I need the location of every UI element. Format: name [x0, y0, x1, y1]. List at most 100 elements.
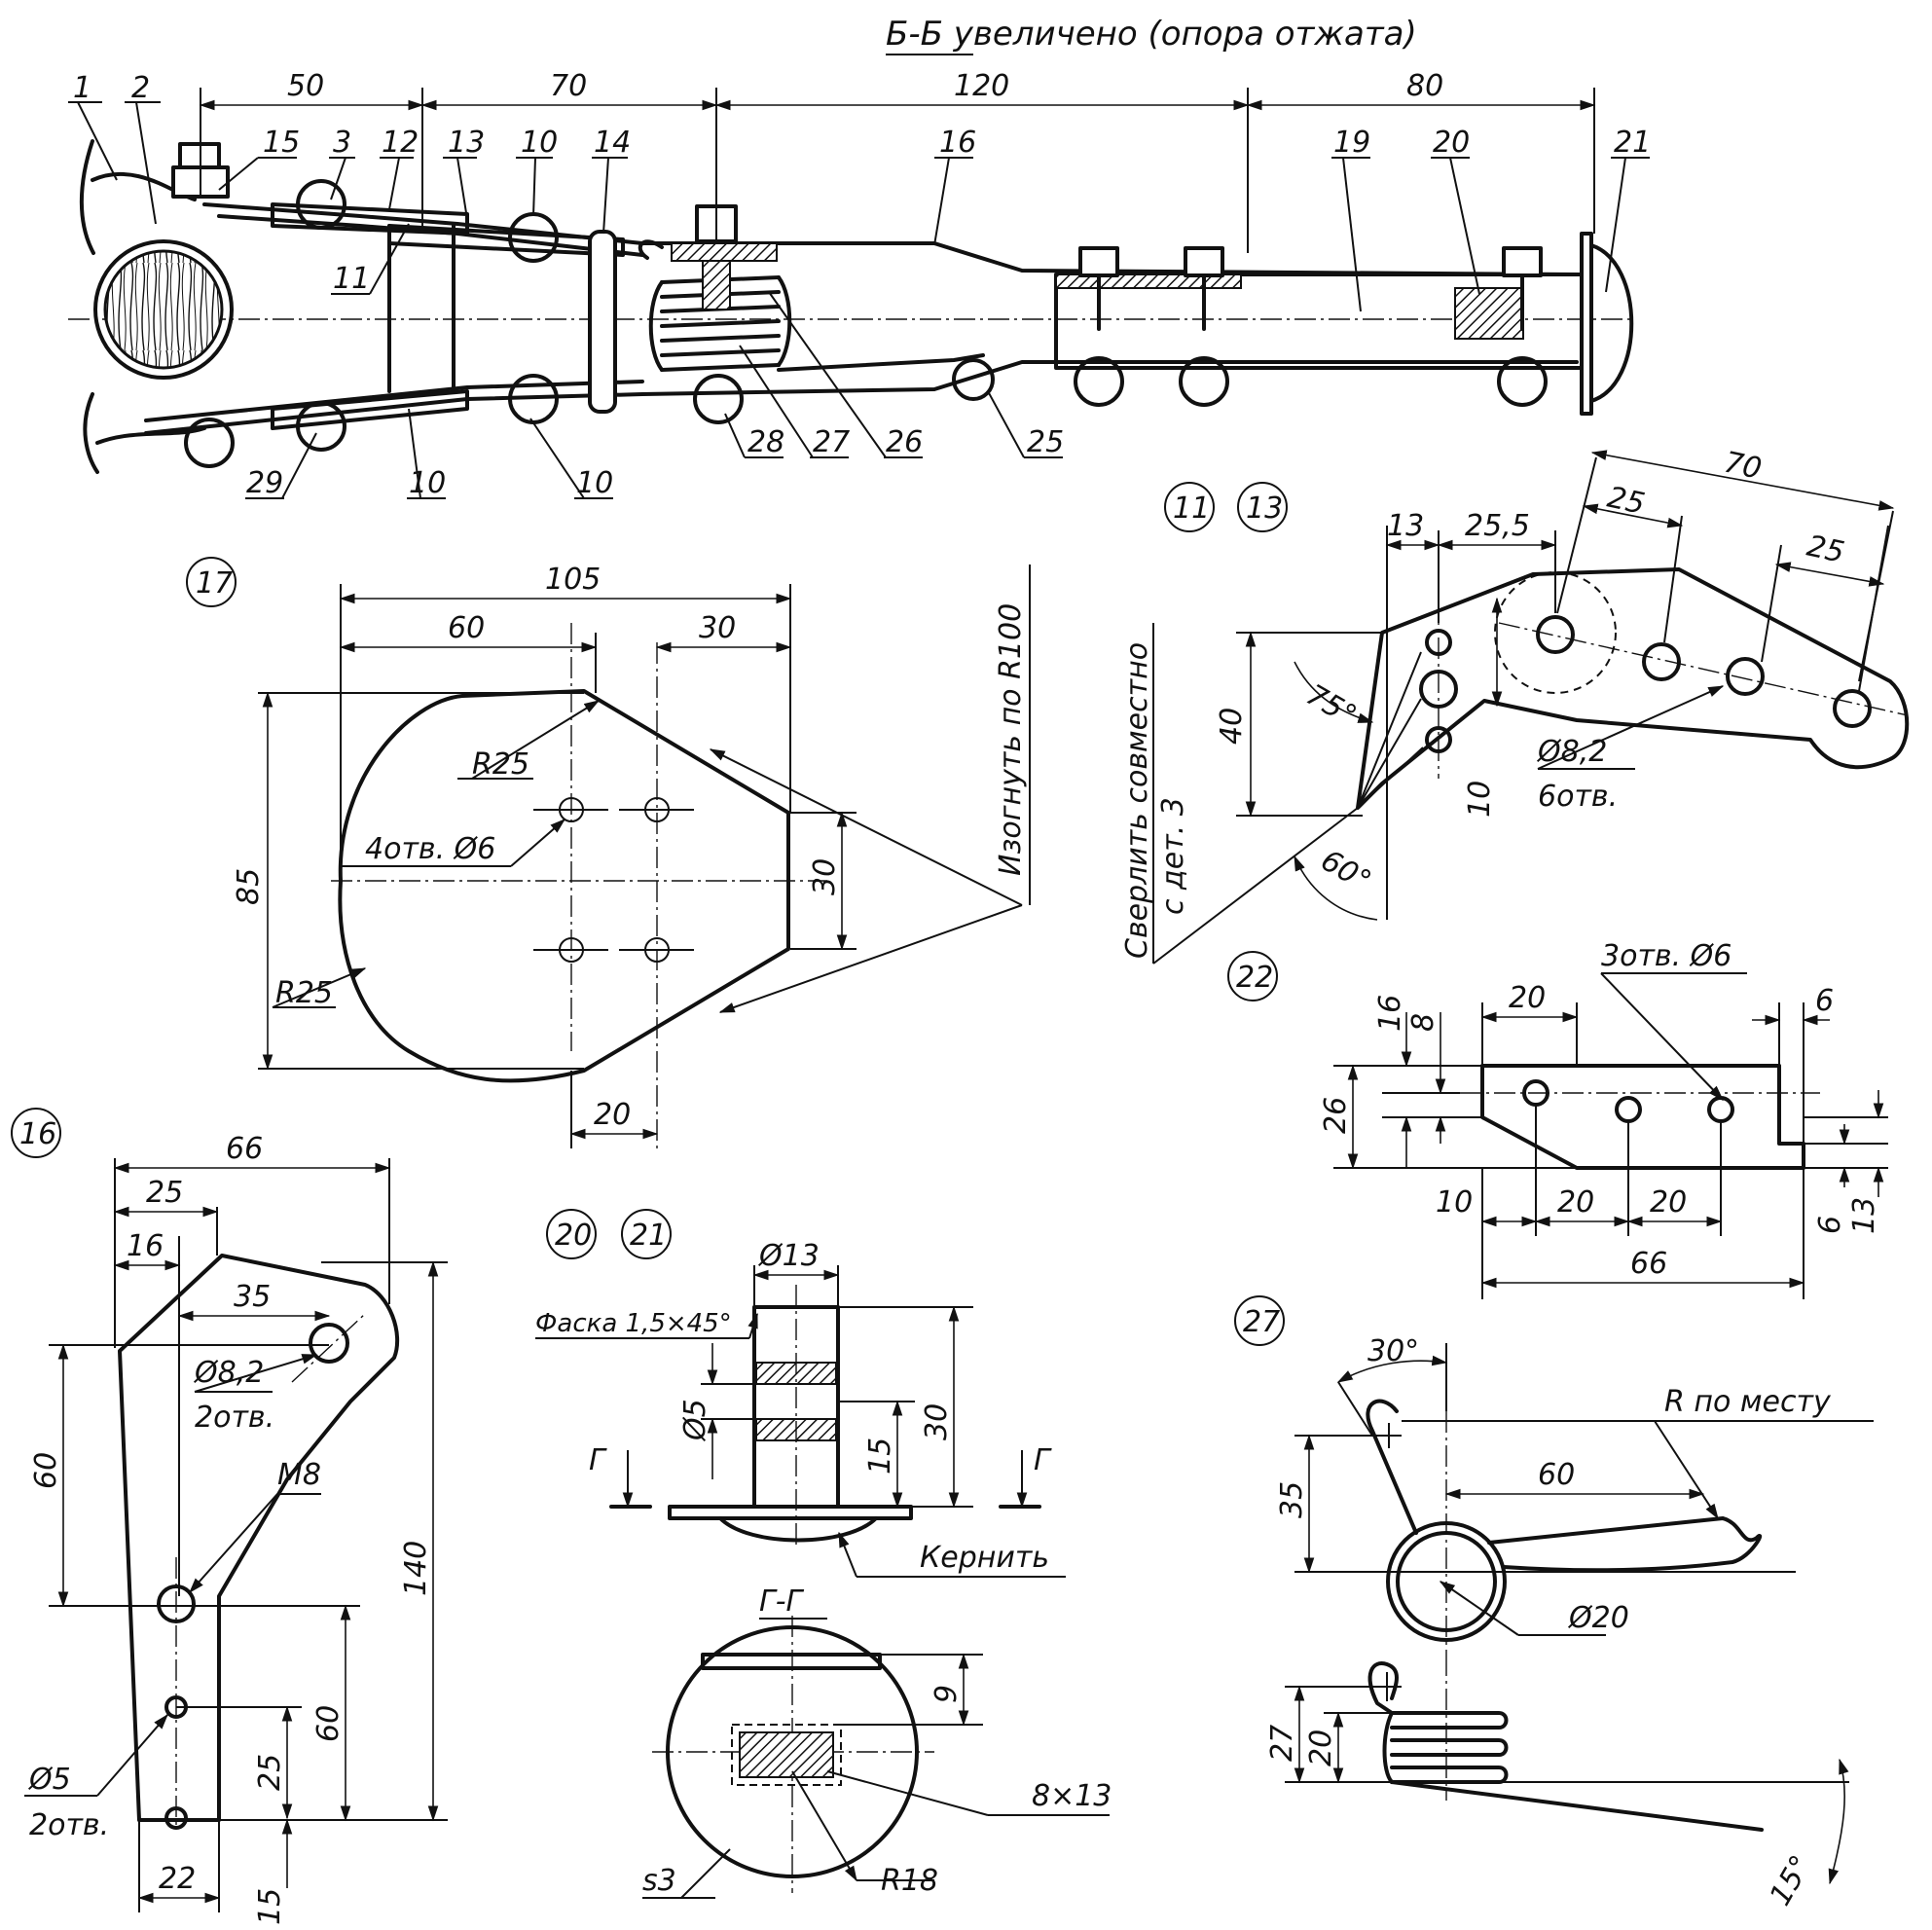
hole-22c: [1707, 1096, 1734, 1123]
callout-16: 16: [939, 126, 976, 160]
dim-25-5: 25,5: [1465, 509, 1530, 543]
part-16-small-hole-dia: Ø5: [27, 1763, 71, 1797]
dim-d5: Ø5: [678, 1399, 712, 1442]
part-21-square: 8×13: [1032, 1779, 1112, 1813]
part-11-badge: [1164, 482, 1215, 532]
dim-40: 40: [1215, 708, 1249, 745]
dim-line-25b: [1774, 562, 1885, 587]
dim-27-35: 35: [1275, 1481, 1309, 1518]
part-21-plate: [668, 1505, 913, 1520]
callout-21: 21: [1614, 126, 1651, 160]
angle-60-arc: [1294, 855, 1378, 921]
dim-30-right: 30: [808, 858, 842, 895]
part-22-label: 22: [1236, 961, 1273, 995]
callout-28: 28: [747, 425, 784, 459]
foot-dome: [1589, 243, 1634, 403]
support-tube-top-hatch: [1055, 273, 1242, 289]
part-17-label: 17: [196, 566, 233, 601]
dim-16-60-left: 60: [29, 1452, 63, 1489]
callout-20: 20: [1433, 126, 1470, 160]
dim-80: 80: [1406, 69, 1443, 103]
dim-22-6-right: 6: [1813, 1216, 1847, 1234]
angle-30: 30°: [1367, 1334, 1419, 1368]
section-flat: [701, 1653, 882, 1670]
part-16-hole-dia: Ø8,2: [193, 1356, 264, 1390]
dim-line-70b: [1590, 450, 1895, 511]
part-11-label: 11: [1173, 492, 1210, 526]
part-17-outline: [338, 689, 790, 1083]
foot-plate: [1580, 232, 1593, 416]
part-11-note-line1: Сверлить совместно: [1120, 642, 1154, 959]
part-22: 22 20 3отв. Ø6 6 16 8 26: [1227, 939, 1888, 1299]
dim-20: 20: [594, 1098, 631, 1132]
part-17-holes: 4отв. Ø6: [365, 832, 495, 866]
dim-d13: Ø13: [757, 1239, 820, 1273]
part-21-thickness: s3: [642, 1864, 676, 1898]
angle-75: 75°: [1300, 678, 1363, 734]
part-11-hole-dia: Ø8,2: [1536, 735, 1607, 769]
part-27-badge: [1234, 1295, 1285, 1346]
callout-29: 29: [246, 466, 283, 500]
part-11-outline: [1356, 567, 1910, 810]
part-21-punch: Кернить: [920, 1541, 1049, 1575]
rivet-4: [296, 401, 346, 452]
view-title: Б-Б увеличено (опора отжата): [886, 15, 1417, 54]
part-11-hole-count: 6отв.: [1538, 780, 1618, 814]
angle-30-arc: [1336, 1355, 1448, 1383]
dim-70: 70: [550, 69, 587, 103]
support-insert-20: [1454, 287, 1524, 340]
hole-22b: [1615, 1096, 1642, 1123]
callout-10-b2: 10: [576, 466, 613, 500]
section-label: Г-Г: [759, 1584, 805, 1619]
dim-22-13: 13: [1847, 1197, 1881, 1234]
part-16-small-hole-count: 2отв.: [29, 1808, 109, 1842]
dim-16-140: 140: [399, 1541, 433, 1596]
callout-12: 12: [382, 126, 419, 160]
part-20-badge: [546, 1209, 597, 1259]
angle-60: 60°: [1315, 844, 1377, 899]
dim-70b: 70: [1721, 446, 1765, 487]
callouts-top: 1 2 15 3 12 13 10 14 16 19 20 21 11: [68, 71, 1651, 312]
dim-25b: 25: [1804, 529, 1847, 570]
part-27: 27 35 60 R по месту 30° Ø20: [1234, 1295, 1874, 1912]
rivet-5: [184, 418, 235, 468]
callout-15: 15: [263, 126, 300, 160]
rivet-2: [508, 212, 559, 263]
spring-arm-top: [1366, 1399, 1418, 1535]
dim-20-30: 30: [920, 1403, 954, 1440]
dim-21-9: 9: [930, 1685, 964, 1703]
callout-26: 26: [886, 425, 923, 459]
pin-14: [588, 230, 617, 414]
part-21-dome: [718, 1516, 878, 1543]
section-square-dashed: [731, 1724, 842, 1786]
part-16-hole-count: 2отв.: [195, 1401, 274, 1435]
spring-coil-dia: Ø20: [1567, 1601, 1629, 1635]
dim-105: 105: [545, 563, 601, 597]
angle-15-arc: [1828, 1758, 1849, 1885]
rivet-1: [296, 179, 346, 230]
dim-10: 10: [1463, 781, 1497, 818]
part-17: 17 105 60 30 85 30 20: [186, 557, 1031, 1148]
part-21-radius: R18: [881, 1864, 938, 1898]
angle-15: 15°: [1764, 1849, 1819, 1912]
spring-leg: [777, 353, 985, 372]
callout-3: 3: [333, 126, 351, 160]
part-22-outline: [1480, 1064, 1805, 1170]
dim-27-60: 60: [1538, 1458, 1575, 1492]
callout-27: 27: [813, 425, 850, 459]
dim-16-15: 15: [253, 1888, 287, 1925]
part-16-badge: [11, 1108, 61, 1158]
part-22-badge: [1227, 951, 1278, 1001]
hole-11d: [1833, 689, 1872, 728]
lower-strap-inner: [144, 380, 644, 422]
part-20-21: 20 21 Ø13 Фаска 1,5×45° Ø5 30 15 Г Г: [535, 1209, 1112, 1899]
part-17-badge: [186, 557, 237, 607]
dim-line-25a: [1582, 503, 1684, 528]
dim-22-66: 66: [1630, 1247, 1667, 1281]
part-21-badge: [621, 1209, 672, 1259]
dim-22-20a: 20: [1557, 1185, 1594, 1220]
assembly-view: 50 70 120 80 1 2 15 3 12 13 10 14 16 19: [68, 69, 1651, 500]
callout-19: 19: [1333, 126, 1370, 160]
hole-11c: [1726, 657, 1765, 696]
